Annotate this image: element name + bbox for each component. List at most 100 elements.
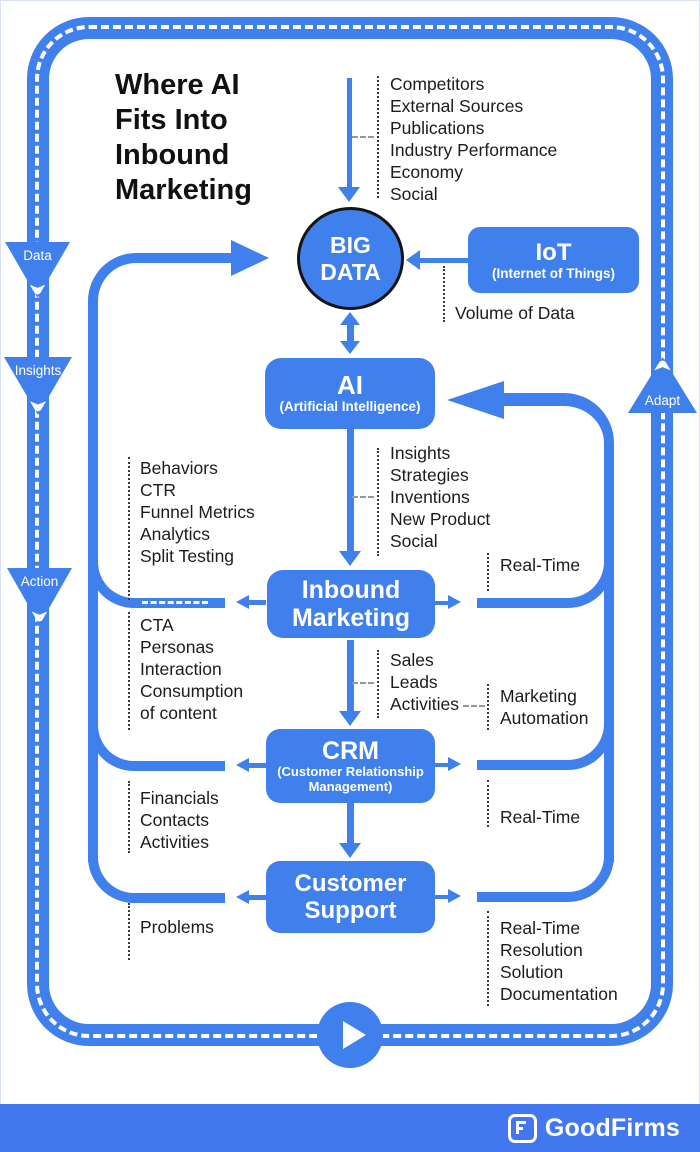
list-item: of content — [140, 703, 217, 723]
list-item: CTA — [140, 615, 174, 635]
guide-volume — [443, 266, 445, 322]
arrowhead-left — [406, 250, 420, 270]
arrow-ai-to-inbound — [347, 429, 354, 552]
support-line2: Support — [304, 897, 397, 924]
list-item: Real-Time — [500, 807, 581, 827]
arrowhead-right — [448, 595, 461, 609]
iot-title: IoT — [535, 238, 572, 266]
node-ai: AI (Artificial Intelligence) — [265, 358, 435, 429]
title-line: Marketing — [115, 174, 252, 206]
guide-marketing-automation — [487, 684, 489, 730]
list-item: Insights — [390, 443, 451, 463]
list-item: Activities — [140, 832, 210, 852]
arrow-sources-to-bigdata — [347, 78, 352, 188]
arrowhead-left — [236, 758, 249, 772]
list-item: Financials — [140, 788, 219, 808]
list-item: Interaction — [140, 659, 222, 679]
guide-realtime-crm — [487, 780, 489, 827]
list-crm-outputs: Financials Contacts Activities — [140, 787, 219, 853]
guide-ai-outputs — [377, 448, 379, 556]
inbound-line2: Marketing — [291, 604, 411, 632]
arrow-inbound-left — [249, 600, 266, 605]
arrowhead-left — [236, 890, 249, 904]
big-data-line1: BIG — [330, 231, 371, 258]
play-icon — [342, 1021, 366, 1049]
list-inbound-outputs: CTA Personas Interaction Consumption of … — [140, 614, 243, 724]
arrow-crm-left — [249, 763, 266, 768]
node-customer-support: Customer Support — [266, 861, 435, 933]
guide-sources — [377, 76, 379, 198]
list-item: CTR — [140, 480, 176, 500]
page-title: Where AI Fits Into Inbound Marketing — [115, 68, 252, 208]
arrow-inbound-right — [435, 601, 449, 605]
road-label-action: Action — [20, 574, 59, 589]
arrow-crm-to-support — [347, 803, 354, 844]
node-inbound-marketing: Inbound Marketing — [267, 570, 435, 638]
list-item: Real-Time — [500, 555, 581, 575]
list-item: Real-Time — [500, 918, 581, 938]
node-iot: IoT (Internet of Things) — [468, 227, 639, 293]
list-item: Analytics — [140, 524, 211, 544]
left-loop-vertical — [88, 330, 98, 862]
connector-crm-inputs — [352, 682, 374, 684]
arrowhead-into-ai — [447, 381, 504, 419]
label-realtime-crm: Real-Time — [500, 806, 580, 828]
list-item: Behaviors — [140, 458, 218, 478]
goodfirms-brand-name: GoodFirms — [544, 1113, 680, 1142]
label-volume-of-data: Volume of Data — [455, 302, 575, 324]
crm-subtitle-line2: Management) — [308, 779, 393, 794]
node-crm: CRM (Customer Relationship Management) — [266, 729, 435, 803]
connector-ai-outputs — [352, 496, 374, 498]
guide-realtime-inbound — [487, 553, 489, 591]
list-item: External Sources — [390, 96, 524, 116]
list-item: Leads — [390, 672, 438, 692]
list-item: Industry Performance — [390, 140, 558, 160]
connector-sources — [352, 136, 374, 138]
arrow-crm-right — [435, 763, 449, 767]
footer-bar: GoodFirms — [0, 1104, 700, 1152]
list-item: Publications — [390, 118, 485, 138]
iot-subtitle: (Internet of Things) — [492, 265, 615, 281]
label-problems: Problems — [140, 916, 214, 938]
road-label-data: Data — [23, 248, 52, 263]
list-item: Documentation — [500, 984, 618, 1004]
list-item: Solution — [500, 962, 564, 982]
arrowhead-down — [339, 551, 361, 566]
list-item: Social — [390, 184, 438, 204]
arrowhead-into-big-data — [231, 240, 269, 276]
arrowhead-down — [340, 341, 360, 354]
arrow-iot-to-bigdata — [420, 258, 468, 263]
list-item: Social — [390, 531, 438, 551]
right-loop-vertical — [604, 475, 614, 862]
list-item: Volume of Data — [455, 303, 575, 323]
play-button[interactable] — [317, 1002, 383, 1068]
guide-inbound-outputs — [128, 612, 130, 730]
road-label-adapt: Adapt — [644, 393, 681, 408]
list-item: Economy — [390, 162, 463, 182]
goodfirms-icon — [507, 1113, 537, 1143]
label-realtime-inbound: Real-Time — [500, 554, 580, 576]
list-item: Marketing — [500, 686, 577, 706]
list-inbound-inputs: Behaviors CTR Funnel Metrics Analytics S… — [140, 457, 255, 567]
arrow-support-left — [249, 895, 266, 900]
list-big-data-sources: Competitors External Sources Publication… — [390, 73, 557, 205]
list-item: Sales — [390, 650, 434, 670]
left-loop-branch-crm — [88, 724, 225, 771]
arrowhead-down — [338, 187, 360, 202]
arrow-support-right — [435, 895, 449, 899]
goodfirms-logo[interactable]: GoodFirms — [507, 1113, 680, 1143]
arrowhead-right — [448, 757, 461, 771]
list-ai-outputs: Insights Strategies Inventions New Produ… — [390, 442, 490, 552]
list-support-outputs: Real-Time Resolution Solution Documentat… — [500, 917, 618, 1005]
guide-inbound-inputs — [128, 457, 130, 600]
crm-subtitle-line1: (Customer Relationship — [277, 764, 424, 779]
list-item: Consumption — [140, 681, 244, 701]
connector-marketing-automation — [463, 705, 485, 707]
big-data-line2: DATA — [320, 258, 381, 285]
guide-crm-inputs — [377, 650, 379, 718]
arrow-inbound-to-crm — [347, 640, 354, 712]
road-label-insights: Insights — [14, 363, 62, 378]
list-item: Problems — [140, 917, 214, 937]
left-loop-branch-support — [88, 856, 225, 903]
